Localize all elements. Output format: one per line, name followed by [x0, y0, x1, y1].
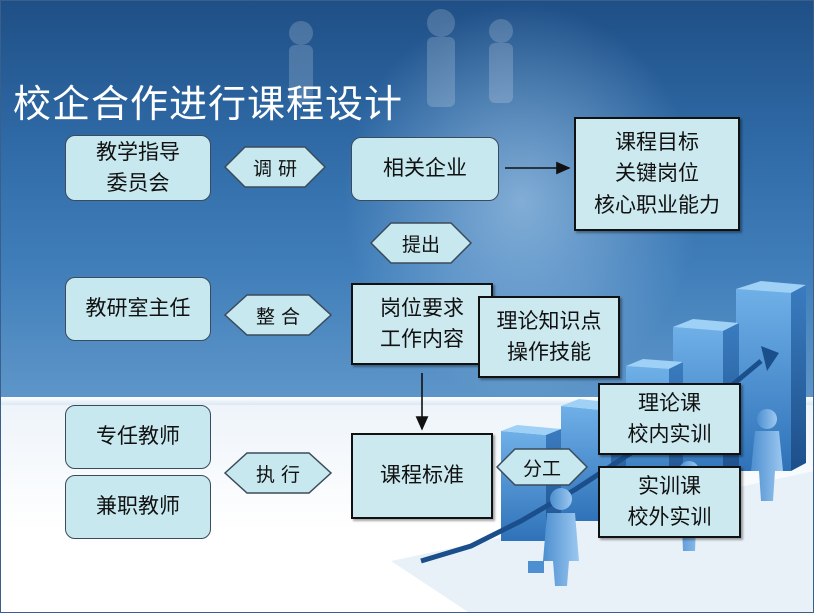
knowledge-line-1: 理论知识点 [496, 308, 602, 333]
execute-connector: 执 行 [223, 451, 333, 495]
committee-line-2: 委员会 [106, 171, 170, 195]
fulltime-teacher-label: 专任教师 [96, 424, 180, 449]
positions-line-1: 岗位要求 [380, 295, 464, 320]
course-standard-box: 课程标准 [351, 433, 493, 519]
parttime-teacher-box: 兼职教师 [65, 475, 211, 539]
committee-line-1: 教学指导 [96, 139, 180, 164]
practice-line-2: 校外实训 [627, 505, 712, 529]
divide-connector: 分工 [495, 447, 589, 487]
enterprise-label: 相关企业 [383, 156, 467, 181]
course-standard-label: 课程标准 [380, 463, 464, 488]
theory-line-2: 校内实训 [627, 422, 712, 446]
research-connector: 调 研 [223, 145, 327, 189]
page-title: 校企合作进行课程设计 [13, 82, 404, 126]
decor-figure-right [751, 409, 783, 501]
decor-bar [736, 281, 806, 471]
integrate-connector: 整 合 [223, 293, 333, 337]
execute-label: 执 行 [255, 463, 301, 486]
practice-course-box: 实训课 校外实训 [598, 466, 741, 538]
decor-figure-left [528, 488, 579, 586]
course-goals-box: 课程目标 关键岗位 核心职业能力 [574, 117, 740, 231]
propose-label: 提出 [401, 233, 440, 256]
knowledge-line-2: 操作技能 [507, 340, 591, 364]
director-label: 教研室主任 [85, 296, 191, 321]
director-box: 教研室主任 [65, 277, 211, 341]
propose-connector: 提出 [369, 221, 473, 265]
goals-line-2: 关键岗位 [615, 161, 699, 186]
background-band [1, 397, 813, 405]
integrate-label: 整 合 [255, 305, 301, 328]
positions-box: 岗位要求 工作内容 [351, 283, 493, 365]
parttime-teacher-label: 兼职教师 [96, 494, 180, 519]
committee-box: 教学指导 委员会 [65, 135, 211, 201]
theory-line-1: 理论课 [638, 390, 701, 415]
fulltime-teacher-box: 专任教师 [65, 405, 211, 469]
theory-course-box: 理论课 校内实训 [598, 383, 741, 455]
research-label: 调 研 [252, 157, 298, 180]
practice-line-1: 实训课 [638, 473, 701, 498]
knowledge-box: 理论知识点 操作技能 [478, 296, 620, 378]
divide-label: 分工 [522, 457, 561, 480]
positions-line-2: 工作内容 [380, 327, 464, 351]
enterprise-box: 相关企业 [351, 137, 499, 201]
goals-line-3: 核心职业能力 [594, 192, 720, 217]
goals-line-1: 课程目标 [615, 129, 699, 154]
